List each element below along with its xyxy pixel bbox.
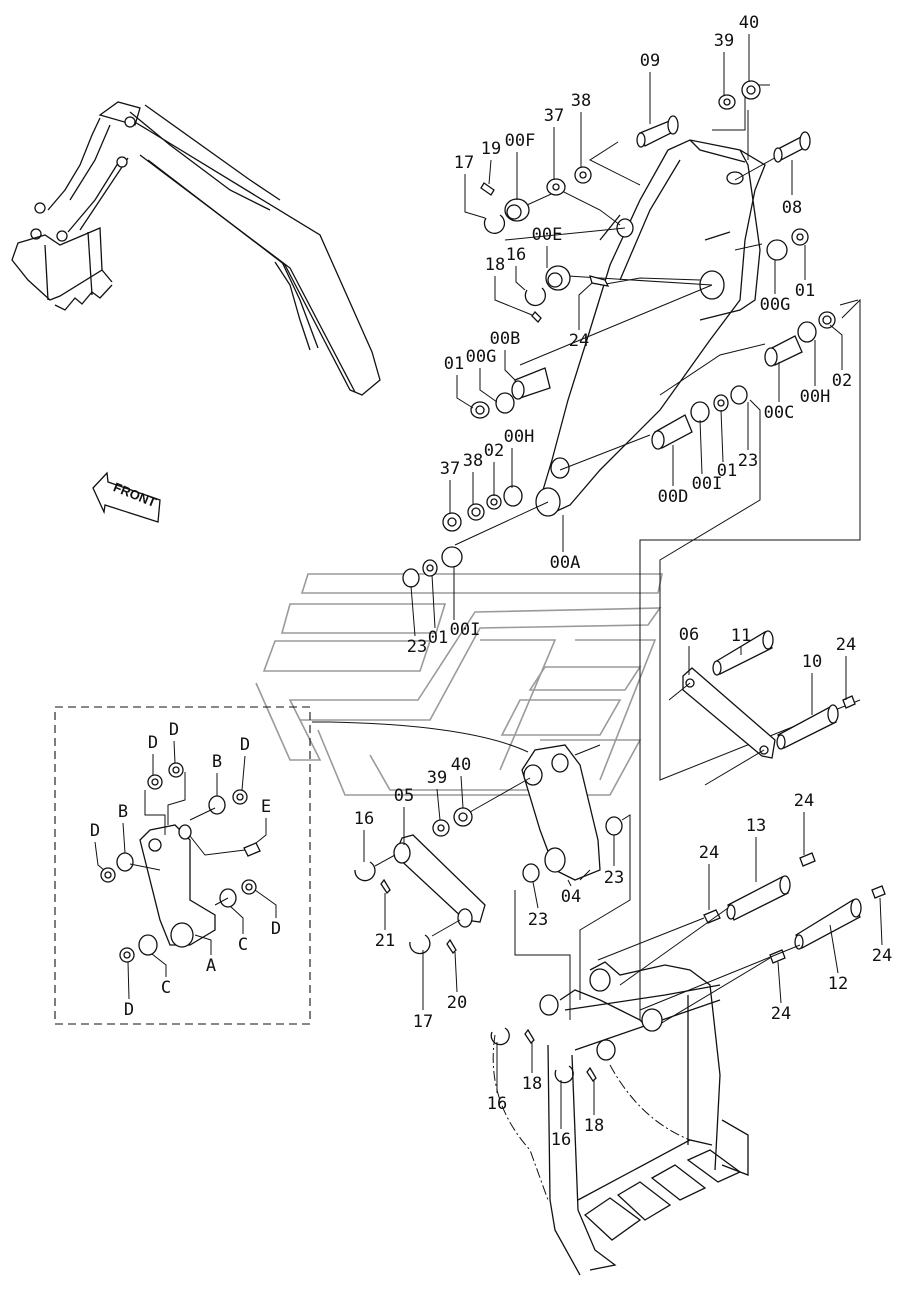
inset-callout-label: D (271, 919, 281, 939)
inset-callout-label: D (169, 720, 179, 740)
mid-right-parts (668, 630, 856, 786)
callout-label: 24 (836, 635, 856, 655)
callout-label: 20 (447, 993, 467, 1013)
callout-label: 23 (604, 868, 624, 888)
callout-label: 18 (522, 1074, 542, 1094)
callout-label: 09 (640, 51, 660, 71)
pin-11 (712, 630, 774, 676)
excavator-overview-illustration (11, 101, 381, 396)
callout-label: 00G (466, 347, 497, 367)
inset-callout-label: D (240, 735, 250, 755)
callout-label: 00H (800, 387, 831, 407)
callout-label: 16 (354, 809, 374, 829)
upper-parts (402, 80, 836, 588)
pin-13 (726, 875, 791, 921)
assembly-lines-upper (454, 84, 861, 1020)
callout-label: 00B (490, 329, 521, 349)
watermark-logo (255, 573, 663, 796)
pin-08 (773, 131, 811, 163)
callout-label: 39 (427, 768, 447, 788)
callout-label: 17 (413, 1012, 433, 1032)
callout-label: 37 (544, 106, 564, 126)
callout-label: 00G (760, 295, 791, 315)
callout-label: 17 (454, 153, 474, 173)
inset-callout-label: E (261, 797, 271, 817)
callout-label: 13 (746, 816, 766, 836)
inset-callout-leaders (94, 740, 277, 1000)
callout-label: 24 (794, 791, 814, 811)
inset-callout-label: C (238, 935, 248, 955)
callout-label: 38 (571, 91, 591, 111)
callout-label: 01 (795, 281, 815, 301)
callout-label: 37 (440, 459, 460, 479)
callout-label: 00I (450, 620, 481, 640)
callout-label: 01 (428, 628, 448, 648)
callout-label: 00I (692, 474, 723, 494)
inset-callout-label: B (212, 752, 222, 772)
front-direction-arrow: FRONT (92, 471, 161, 523)
callout-label: 21 (375, 931, 395, 951)
callout-label: 23 (528, 910, 548, 930)
callout-label: 06 (679, 625, 699, 645)
inset-callout-label: B (118, 802, 128, 822)
lower-right-pins (597, 852, 886, 1031)
callout-label: 18 (485, 255, 505, 275)
inset-callout-label: D (90, 821, 100, 841)
callout-label: 24 (872, 946, 892, 966)
link-parts (312, 721, 631, 1020)
callout-label: 01 (444, 354, 464, 374)
pin-12 (794, 898, 862, 950)
inset-callout-labels: D D B D B E D D C A C D (90, 720, 281, 1020)
callout-label: 01 (717, 461, 737, 481)
callout-label: 40 (451, 755, 471, 775)
callout-label: 08 (782, 198, 802, 218)
callout-label: 10 (802, 652, 822, 672)
callout-label: 16 (551, 1130, 571, 1150)
callout-label: 23 (407, 637, 427, 657)
callout-label: 02 (832, 371, 852, 391)
callout-label: 18 (584, 1116, 604, 1136)
callout-label: 00C (764, 403, 795, 423)
bucket (490, 961, 749, 1276)
pin-09 (636, 115, 679, 148)
inset-callout-label: A (206, 956, 216, 976)
pin-10 (776, 704, 839, 750)
inset-callout-label: D (124, 1000, 134, 1020)
callout-label: 12 (828, 974, 848, 994)
callout-label: 00F (505, 131, 536, 151)
callout-labels: 09 39 40 37 38 19 00F 17 08 16 00E 18 24… (354, 13, 892, 1150)
callout-label: 04 (561, 887, 581, 907)
callout-label: 24 (771, 1004, 791, 1024)
callout-label: 05 (394, 786, 414, 806)
callout-label: 19 (481, 139, 501, 159)
callout-label: 16 (506, 245, 526, 265)
callout-label: 24 (699, 843, 719, 863)
callout-label: 39 (714, 31, 734, 51)
inset-callout-label: D (148, 733, 158, 753)
callout-label: 00E (532, 225, 563, 245)
callout-label: 00D (658, 487, 689, 507)
callout-label: 00A (550, 553, 581, 573)
callout-label: 11 (731, 626, 751, 646)
inset-detail-box (54, 706, 311, 1025)
callout-label: 40 (739, 13, 759, 33)
callout-label: 23 (738, 451, 758, 471)
callout-label: 02 (484, 441, 504, 461)
callout-label: 38 (463, 451, 483, 471)
callout-leaders (363, 34, 883, 1129)
front-label: FRONT (111, 479, 158, 510)
callout-label: 24 (569, 331, 589, 351)
callout-label: 16 (487, 1094, 507, 1114)
inset-callout-label: C (161, 978, 171, 998)
arm-assembly (535, 139, 766, 517)
callout-label: 00H (504, 427, 535, 447)
